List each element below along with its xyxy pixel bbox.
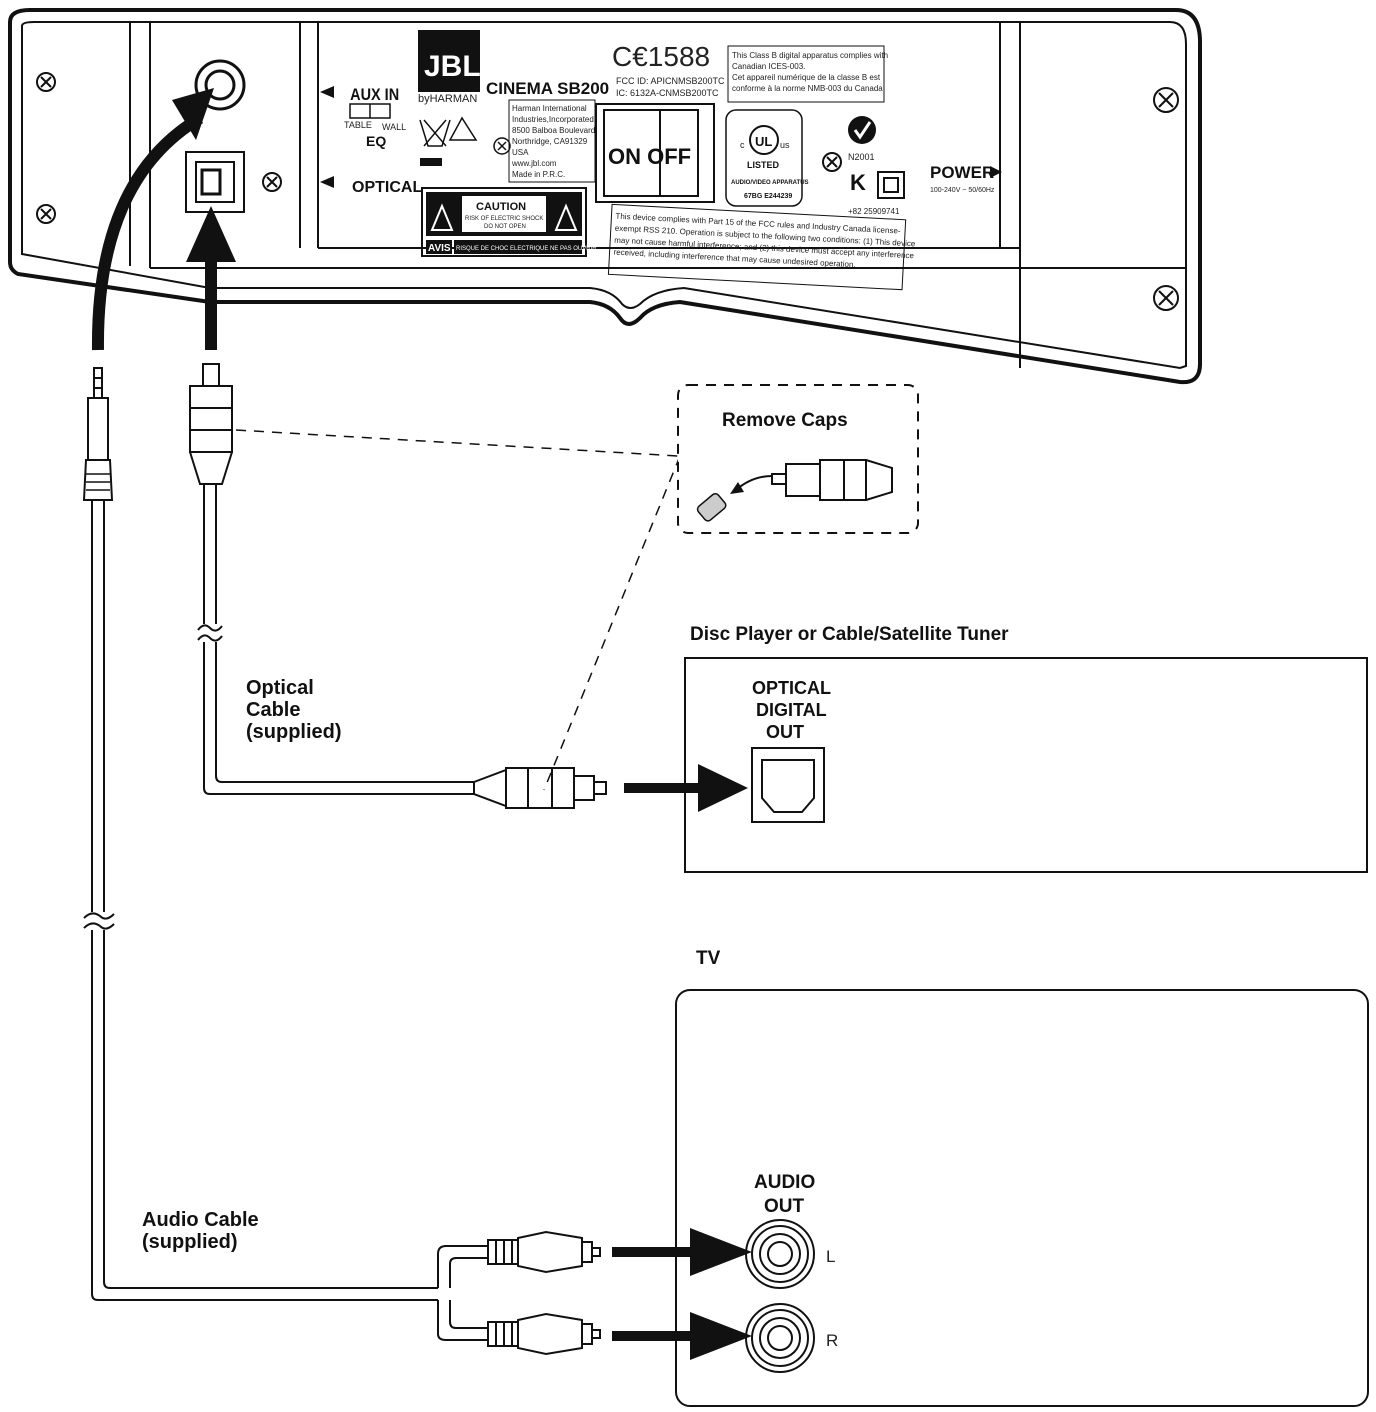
svg-text:K: K: [850, 170, 866, 195]
right-channel-label: R: [826, 1331, 838, 1350]
svg-text:RISQUE DE CHOC ELECTRIQUE NE P: RISQUE DE CHOC ELECTRIQUE NE PAS OUVRIR: [456, 246, 597, 252]
power-label: POWER: [930, 163, 994, 182]
tv-title: TV: [696, 948, 721, 969]
weee-recycle-icon: [419, 116, 478, 166]
disc-player-title: Disc Player or Cable/Satellite Tuner: [690, 624, 1009, 645]
audio-out-jack-right[interactable]: [745, 1303, 815, 1373]
model-name: CINEMA SB200: [486, 79, 609, 98]
svg-text:DO NOT OPEN: DO NOT OPEN: [484, 224, 526, 230]
svg-text:us: us: [780, 140, 790, 150]
optical-digital-out-label: OPTICAL: [752, 678, 831, 698]
svg-text:CAUTION: CAUTION: [476, 201, 526, 213]
panel-screws: [36, 72, 1179, 311]
address-line: 8500 Balboa Boulevard,: [512, 126, 597, 135]
address-box: Harman International Industries,Incorpor…: [508, 99, 597, 183]
address-line: USA: [512, 148, 529, 157]
optical-insert-arrow: [186, 206, 236, 350]
remove-caps-callout: Remove Caps: [677, 384, 919, 534]
svg-text:AUDIO/VIDEO APPARATUS: AUDIO/VIDEO APPARATUS: [731, 180, 809, 186]
audio-cable-label: (supplied): [142, 1231, 238, 1253]
power-spec: 100-240V ~ 50/60Hz: [930, 187, 995, 194]
optical-cable: [189, 363, 607, 809]
svg-text:JBL: JBL: [424, 50, 481, 83]
audio-out-jack-left[interactable]: [745, 1219, 815, 1289]
address-line: Harman International: [512, 104, 587, 113]
soundbar-back-panel: [8, 8, 1202, 385]
by-harman-label: byHARMAN: [418, 93, 477, 105]
cap-icon: [696, 492, 727, 522]
svg-text:This Class B digital apparatus: This Class B digital apparatus complies …: [732, 51, 888, 60]
address-line: Northridge, CA91329: [512, 137, 588, 146]
audio-out-label: AUDIO: [754, 1172, 815, 1193]
optical-digital-out-label: OUT: [766, 722, 804, 742]
eq-table-label: TABLE: [344, 120, 372, 130]
eq-wall-label: WALL: [382, 122, 406, 132]
audio-out-label: OUT: [764, 1196, 805, 1217]
jbl-logo: JBL: [418, 30, 481, 92]
optical-out-port[interactable]: [751, 747, 825, 823]
disc-player-box: [684, 657, 1368, 873]
optical-in-label: OPTICAL: [352, 179, 422, 196]
caution-label: CAUTION RISK OF ELECTRIC SHOCK DO NOT OP…: [421, 187, 597, 257]
svg-text:Cet appareil numérique de la c: Cet appareil numérique de la classe B es…: [732, 73, 881, 82]
aux-insert-arrow: [91, 88, 214, 351]
svg-text:67BG E244239: 67BG E244239: [744, 193, 792, 200]
audio-r-arrow: [612, 1312, 752, 1360]
on-off-label: ON OFF: [608, 144, 691, 169]
optical-out-arrow: [624, 764, 748, 812]
optical-cable-label: Cable: [246, 699, 300, 721]
canada-notice-box: This Class B digital apparatus complies …: [727, 45, 888, 103]
svg-text:LISTED: LISTED: [747, 160, 780, 170]
audio-cable: [82, 367, 601, 1356]
callout-dashed-lines: [235, 429, 681, 791]
aux-in-jack[interactable]: [194, 59, 246, 111]
tv-box: [675, 989, 1369, 1407]
audio-cable-label: Audio Cable: [142, 1209, 259, 1231]
left-channel-label: L: [826, 1247, 835, 1266]
power-arrow-icon: [990, 166, 1002, 178]
power-switch[interactable]: ON OFF: [595, 103, 715, 203]
ic-id: IC: 6132A-CNMSB200TC: [616, 88, 719, 98]
svg-text:AVIS: AVIS: [428, 243, 451, 254]
eq-label: EQ: [366, 133, 386, 149]
ul-listed-mark: UL c us LISTED AUDIO/VIDEO APPARATUS 67B…: [725, 109, 809, 207]
ce-mark: C€1588: [612, 41, 710, 72]
svg-text:+82 25909741: +82 25909741: [848, 207, 900, 216]
svg-text:N2001: N2001: [848, 152, 875, 162]
optical-in-port[interactable]: [185, 151, 245, 213]
aux-in-label: AUX IN: [350, 86, 399, 104]
compliance-marks: N2001 K +82 25909741: [848, 116, 905, 216]
fcc-id: FCC ID: APICNMSB200TC: [616, 76, 725, 86]
address-line: Made in P.R.C.: [512, 170, 565, 179]
fcc-notice-box: This device complies with Part 15 of the…: [607, 203, 916, 291]
address-line: Industries,Incorporated: [512, 115, 594, 124]
remove-caps-label: Remove Caps: [722, 410, 848, 431]
optical-cable-label: (supplied): [246, 721, 342, 743]
svg-text:RISK OF ELECTRIC SHOCK: RISK OF ELECTRIC SHOCK: [465, 216, 543, 222]
optical-arrow-icon: [320, 176, 334, 188]
svg-text:UL: UL: [755, 134, 772, 149]
svg-text:c: c: [740, 140, 745, 150]
aux-in-arrow-icon: [320, 86, 334, 98]
audio-l-arrow: [612, 1228, 752, 1276]
optical-digital-out-label: DIGITAL: [756, 700, 827, 720]
address-line: www.jbl.com: [511, 159, 557, 168]
optical-cable-label: Optical: [246, 677, 314, 699]
svg-text:conforme à la norme NMB-003 du: conforme à la norme NMB-003 du Canada.: [732, 84, 885, 93]
svg-text:Canadian ICES-003.: Canadian ICES-003.: [732, 62, 805, 71]
